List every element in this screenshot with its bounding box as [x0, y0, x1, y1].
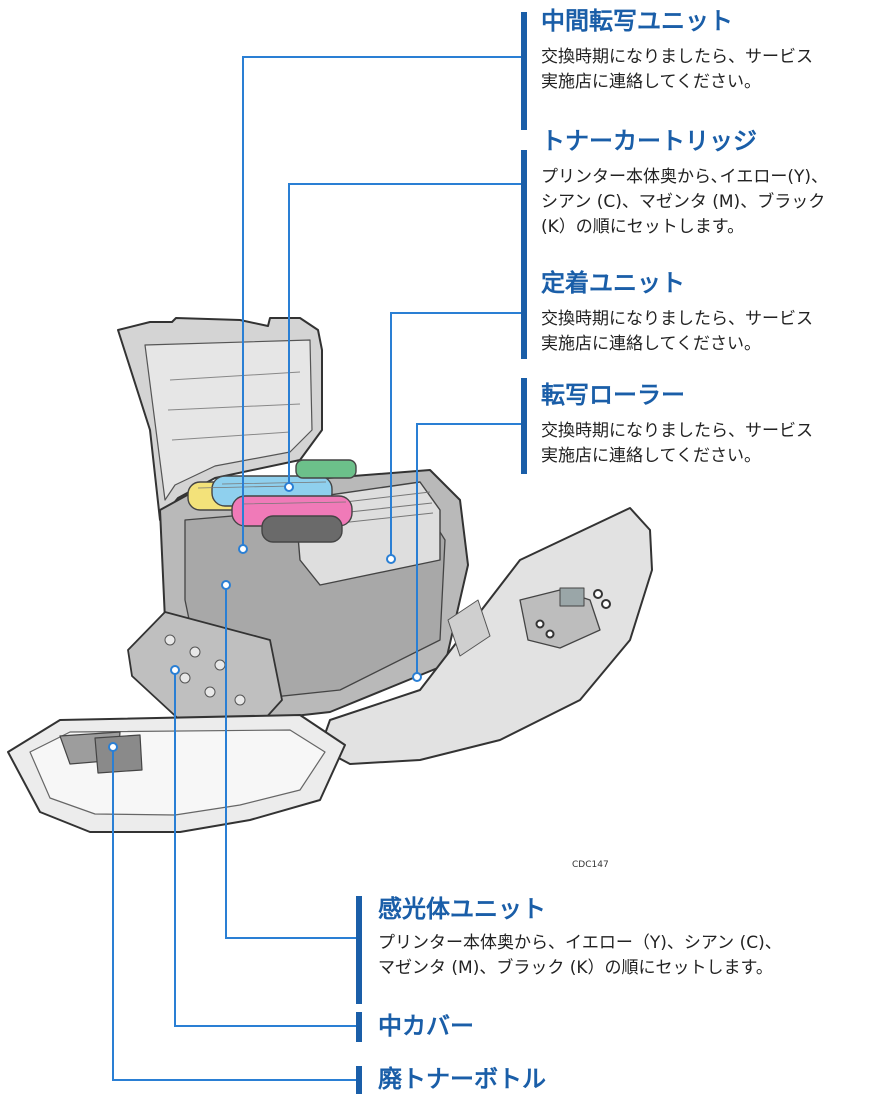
callout-desc-transfer-unit-1: 交換時期になりましたら、サービス — [541, 47, 813, 67]
pointer-transfer-unit — [238, 544, 248, 554]
figure-code: CDC147 — [572, 860, 609, 870]
pointer-fusing-unit — [386, 554, 396, 564]
leader-lines — [112, 56, 527, 1081]
callout-title-waste-toner-bottle: 廃トナーボトル — [378, 1065, 546, 1093]
callout-fusing-unit: 定着ユニット 交換時期になりましたら、サービス 実施店に連絡してください。 — [541, 268, 813, 357]
callout-transfer-roller: 転写ローラー 交換時期になりましたら、サービス 実施店に連絡してください。 — [541, 380, 813, 469]
callout-waste-toner-bottle: 廃トナーボトル — [378, 1064, 546, 1094]
callout-desc-toner-cartridge-1: プリンター本体奥から､イエロー(Y)、 — [541, 167, 828, 187]
callout-desc-fusing-unit-1: 交換時期になりましたら、サービス — [541, 309, 813, 329]
pointer-waste-toner-bottle — [108, 742, 118, 752]
callout-desc-photoconductor-unit-1: プリンター本体奥から、イエロー（Y)、シアン (C)、 — [378, 933, 782, 953]
leader-transfer-unit — [242, 56, 527, 546]
callout-desc-transfer-unit-2: 実施店に連絡してください。 — [541, 72, 761, 92]
callout-title-toner-cartridge: トナーカートリッジ — [541, 127, 757, 155]
callout-transfer-unit: 中間転写ユニット 交換時期になりましたら、サービス 実施店に連絡してください。 — [541, 6, 813, 95]
callout-desc-transfer-roller-1: 交換時期になりましたら、サービス — [541, 421, 813, 441]
callout-bar-photoconductor-unit — [356, 896, 362, 1004]
callout-bar-fusing-unit — [521, 264, 527, 359]
callout-desc-transfer-roller-2: 実施店に連絡してください。 — [541, 446, 761, 466]
leader-transfer-roller — [416, 423, 527, 674]
callout-title-transfer-roller: 転写ローラー — [541, 381, 685, 409]
callout-photoconductor-unit: 感光体ユニット プリンター本体奥から、イエロー（Y)、シアン (C)、 マゼンタ… — [378, 894, 782, 981]
side-cover — [319, 507, 653, 765]
leader-toner-cartridge — [288, 183, 527, 484]
callout-title-photoconductor-unit: 感光体ユニット — [378, 895, 546, 923]
leader-photoconductor-unit — [225, 582, 362, 939]
callout-title-inner-cover: 中カバー — [378, 1012, 474, 1040]
callout-toner-cartridge: トナーカートリッジ プリンター本体奥から､イエロー(Y)、 シアン (C)、マゼ… — [541, 126, 828, 240]
callout-desc-fusing-unit-2: 実施店に連絡してください。 — [541, 334, 761, 354]
callout-desc-toner-cartridge-3: (K）の順にセットします。 — [541, 217, 745, 237]
callout-inner-cover: 中カバー — [378, 1011, 474, 1041]
leader-inner-cover — [174, 667, 362, 1027]
pointer-photoconductor-unit — [221, 580, 231, 590]
callout-title-transfer-unit: 中間転写ユニット — [541, 7, 733, 35]
leader-fusing-unit — [390, 312, 527, 556]
callout-desc-toner-cartridge-2: シアン (C)、マゼンタ (M)、ブラック — [541, 192, 826, 212]
pointer-inner-cover — [170, 665, 180, 675]
pointer-toner-cartridge — [284, 482, 294, 492]
callout-bar-toner-cartridge — [521, 150, 527, 272]
leader-waste-toner-bottle — [112, 744, 362, 1081]
pointer-transfer-roller — [412, 672, 422, 682]
callout-bar-transfer-unit — [521, 12, 527, 130]
callout-bar-waste-toner-bottle — [356, 1066, 362, 1094]
callout-title-fusing-unit: 定着ユニット — [541, 269, 685, 297]
front-cover — [7, 714, 346, 833]
callout-bar-inner-cover — [356, 1012, 362, 1042]
callout-desc-photoconductor-unit-2: マゼンタ (M)、ブラック (K）の順にセットします。 — [378, 958, 773, 978]
callout-bar-transfer-roller — [521, 378, 527, 474]
leader-endpoints — [108, 482, 422, 752]
